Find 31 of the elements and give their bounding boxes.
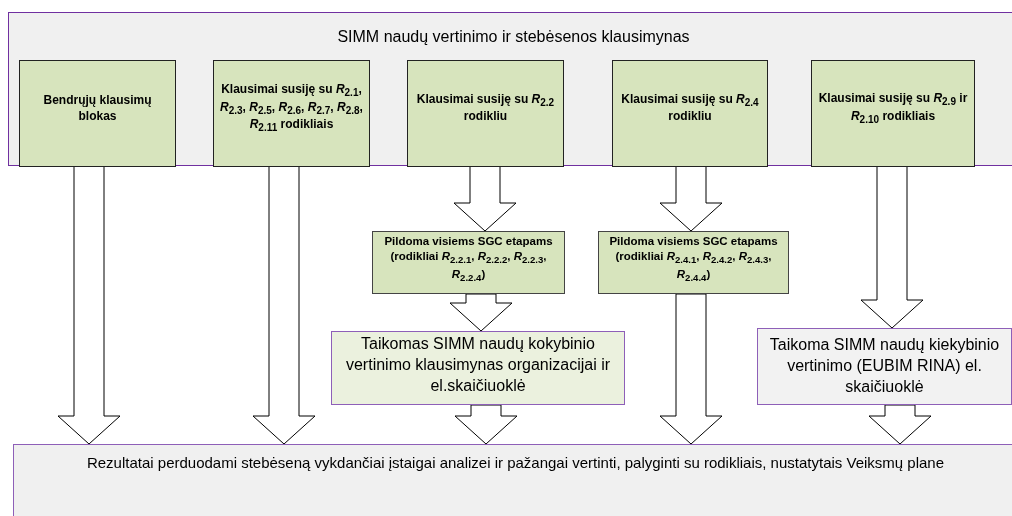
box-text: Taikoma SIMM naudų kiekybinio vertinimo (EUBIM RINA) el. skaičiuoklė [768, 335, 1001, 397]
box-text: Pildoma visiems SGC etapams (rodikliai R$_{2.2.1}$, R$_{2.2.2}$, R$_{2.2.3}$, R$_{2.2.4}$) [383, 234, 554, 285]
question-group-box [19, 60, 176, 167]
questionnaire-panel [8, 12, 1012, 166]
block-arrow [454, 404, 518, 445]
box-text: Klausimai susiję su R$_{2.9}$ ir R$_{2.10}$ rodikliais [818, 91, 968, 126]
block-arrow [449, 293, 513, 332]
process-box [757, 328, 1012, 405]
box-text: Klausimai susiję su R$_{2.2}$ rodikliu [415, 92, 556, 125]
panel-title: SIMM naudų vertinimo ir stebėsenos klausimynas [336, 27, 691, 47]
box-text: Rezultatai perduodami stebėseną vykdančiai įstaigai analizei ir pažangai vertinti, palyginti su rodikliais, nustatytais Veiksmų plane [85, 453, 946, 473]
box-text: Klausimai susiję su R$_{2.1}$, R$_{2.3}$, R$_{2.5}$, R$_{2.6}$, R$_{2.7}$, R$_{2.8}$, R$_{2.11}$ rodikliais [220, 82, 363, 135]
question-group-box [612, 60, 768, 167]
process-box [372, 231, 565, 294]
box-text: Klausimai susiję su R$_{2.4}$ rodikliu [620, 92, 760, 125]
block-arrow [57, 165, 121, 445]
block-arrow [659, 165, 723, 232]
block-arrow [868, 404, 932, 445]
box-text: Bendrųjų klausimų blokas [42, 92, 153, 125]
block-arrow [860, 165, 924, 329]
box-text: Taikomas SIMM naudų kokybinio vertinimo klausimynas organizacijai ir el.skaičiuoklė [344, 334, 612, 396]
box-text: Pildoma visiems SGC etapams (rodikliai R$_{2.4.1}$, R$_{2.4.2}$, R$_{2.4.3}$, R$_{2.4.4}$) [608, 234, 779, 285]
result-box [13, 444, 1012, 516]
question-group-box [811, 60, 975, 167]
question-group-box [407, 60, 564, 167]
block-arrow [659, 293, 723, 445]
question-group-box [213, 60, 370, 167]
block-arrow [252, 165, 316, 445]
block-arrow [453, 165, 517, 232]
process-box [331, 331, 625, 405]
process-box [598, 231, 789, 294]
